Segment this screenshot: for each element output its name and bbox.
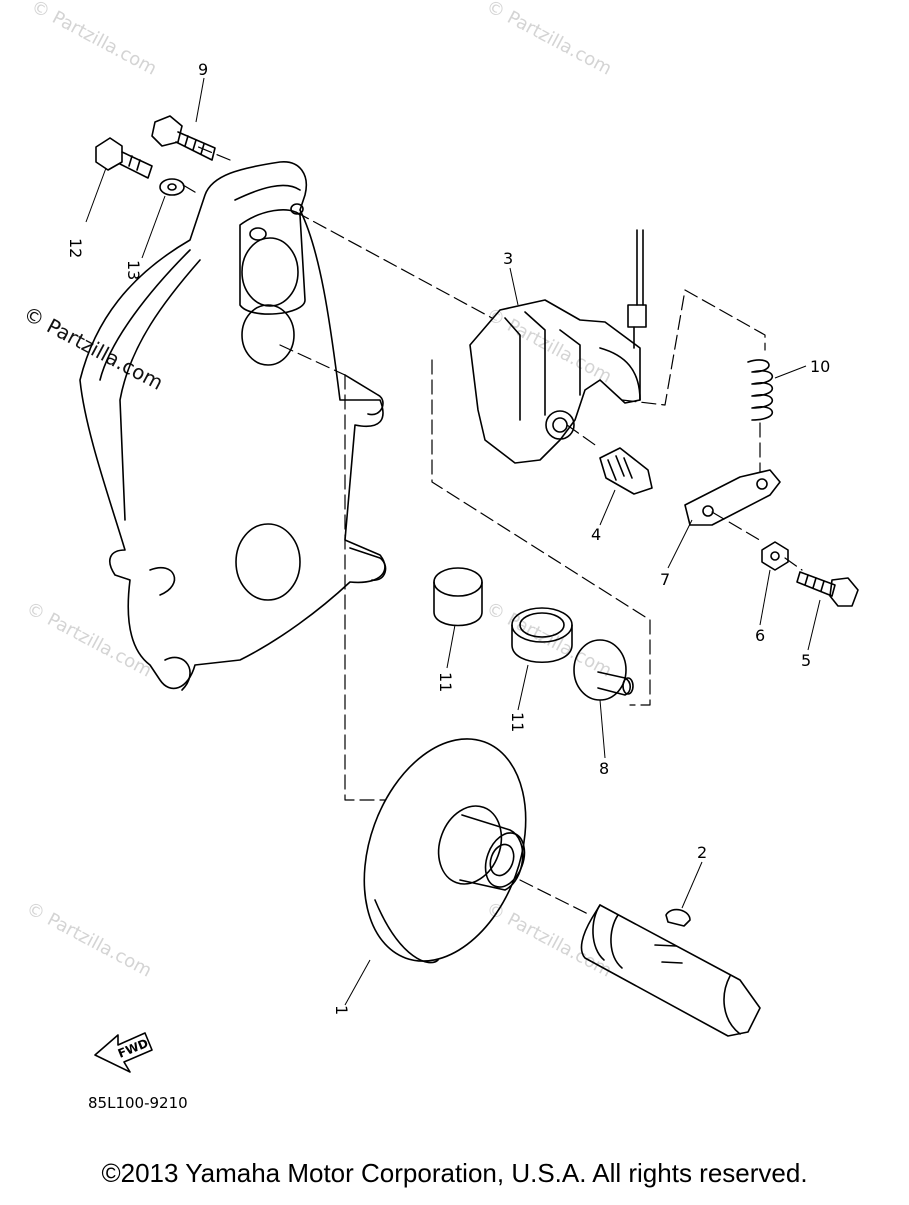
watermark-4: © Partzilla.com: [483, 304, 616, 388]
callout-1: 1: [332, 1005, 351, 1015]
callout-8: 8: [599, 759, 609, 778]
assembly-lines: [182, 145, 803, 916]
callout-6: 6: [755, 626, 765, 645]
callout-11-right: 11: [508, 712, 527, 732]
sheave-1: [363, 738, 527, 964]
bolt-5: [796, 571, 859, 607]
callout-labels: 9 12 13 3 10 4 7 6 5 11 11 8 2 1: [66, 60, 830, 1015]
crankcase-cover: [79, 161, 387, 691]
watermark-5: © Partzilla.com: [23, 598, 156, 682]
callout-3: 3: [503, 249, 513, 268]
fwd-arrow-icon: [94, 1032, 153, 1073]
throttle-housing-3: [469, 299, 641, 464]
adjuster-screw-4: [599, 447, 653, 495]
watermark-1: © Partzilla.com: [28, 0, 161, 80]
throttle-cable: [627, 229, 647, 349]
callout-11-left: 11: [436, 672, 455, 692]
watermarks: © Partzilla.com © Partzilla.com © Partzi…: [20, 0, 616, 982]
cap-11-left: [433, 567, 483, 627]
bolt-9: [151, 115, 216, 161]
shaft: [580, 904, 761, 1037]
callout-5: 5: [801, 651, 811, 670]
callout-12: 12: [66, 238, 85, 258]
ring-11-right: [511, 607, 573, 663]
callout-4: 4: [591, 525, 601, 544]
leader-lines: [85, 77, 821, 1006]
watermark-3: © Partzilla.com: [20, 301, 168, 395]
diagram-code: 85L100-9210: [88, 1094, 188, 1112]
watermark-7: © Partzilla.com: [23, 898, 156, 982]
callout-13: 13: [124, 260, 143, 280]
washer-13: [159, 178, 185, 196]
callout-10: 10: [810, 357, 830, 376]
bolt-12: [95, 137, 153, 179]
fwd-label: FWD: [116, 1036, 150, 1061]
nut-6: [761, 541, 789, 571]
watermark-2: © Partzilla.com: [483, 0, 616, 80]
spring-10: [747, 359, 774, 421]
callout-7: 7: [660, 570, 670, 589]
lever-7: [684, 469, 781, 526]
watermark-8: © Partzilla.com: [483, 898, 616, 982]
callout-9: 9: [198, 60, 208, 79]
copyright-notice: ©2013 Yamaha Motor Corporation, U.S.A. A…: [101, 1158, 808, 1188]
callout-2: 2: [697, 843, 707, 862]
key-2: [665, 908, 691, 927]
